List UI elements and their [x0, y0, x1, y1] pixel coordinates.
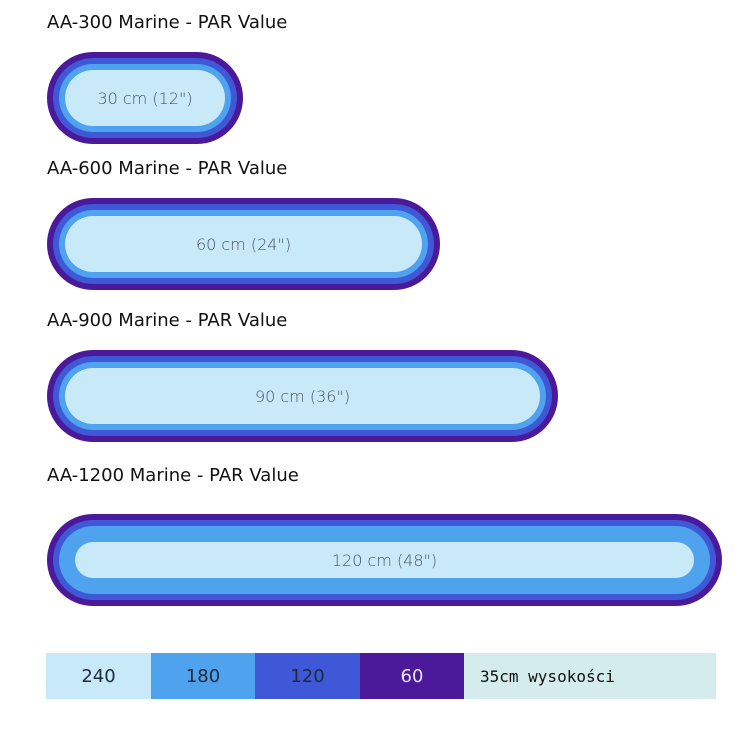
- lamp-title-aa-1200: AA-1200 Marine - PAR Value: [47, 465, 299, 486]
- par-ring-240: 30 cm (12"): [65, 70, 225, 126]
- lamp-title-aa-900: AA-900 Marine - PAR Value: [47, 310, 288, 331]
- lamp-length-label: 60 cm (24"): [195, 234, 292, 254]
- par-footprint-aa-1200: 120 cm (48"): [47, 514, 722, 606]
- legend-value: 120: [290, 665, 325, 687]
- legend-value: 180: [185, 665, 221, 687]
- par-ring-240: 90 cm (36"): [65, 368, 540, 424]
- legend-par-180: 180: [151, 653, 255, 699]
- lamp-length-label: 90 cm (36"): [254, 386, 351, 406]
- lamp-length-label: 30 cm (12"): [97, 88, 193, 108]
- par-footprint-aa-300: 30 cm (12"): [47, 52, 243, 144]
- par-legend: 240 180 120 60 35cm wysokości: [46, 653, 716, 699]
- legend-par-60: 60: [360, 653, 464, 699]
- par-footprint-aa-900: 90 cm (36"): [47, 350, 558, 442]
- lamp-title-aa-600: AA-600 Marine - PAR Value: [47, 158, 288, 179]
- legend-value: 60: [400, 665, 424, 687]
- height-note-text: 35cm wysokości: [480, 666, 615, 686]
- legend-par-120: 120: [255, 653, 360, 699]
- legend-par-240: 240: [46, 653, 151, 699]
- lamp-length-label: 120 cm (48"): [331, 550, 438, 570]
- par-ring-240: 120 cm (48"): [75, 542, 694, 578]
- legend-height-note: 35cm wysokości: [464, 653, 716, 699]
- legend-value: 240: [81, 665, 116, 687]
- lamp-title-aa-300: AA-300 Marine - PAR Value: [47, 12, 288, 33]
- par-ring-240: 60 cm (24"): [65, 216, 422, 272]
- par-footprint-aa-600: 60 cm (24"): [47, 198, 440, 290]
